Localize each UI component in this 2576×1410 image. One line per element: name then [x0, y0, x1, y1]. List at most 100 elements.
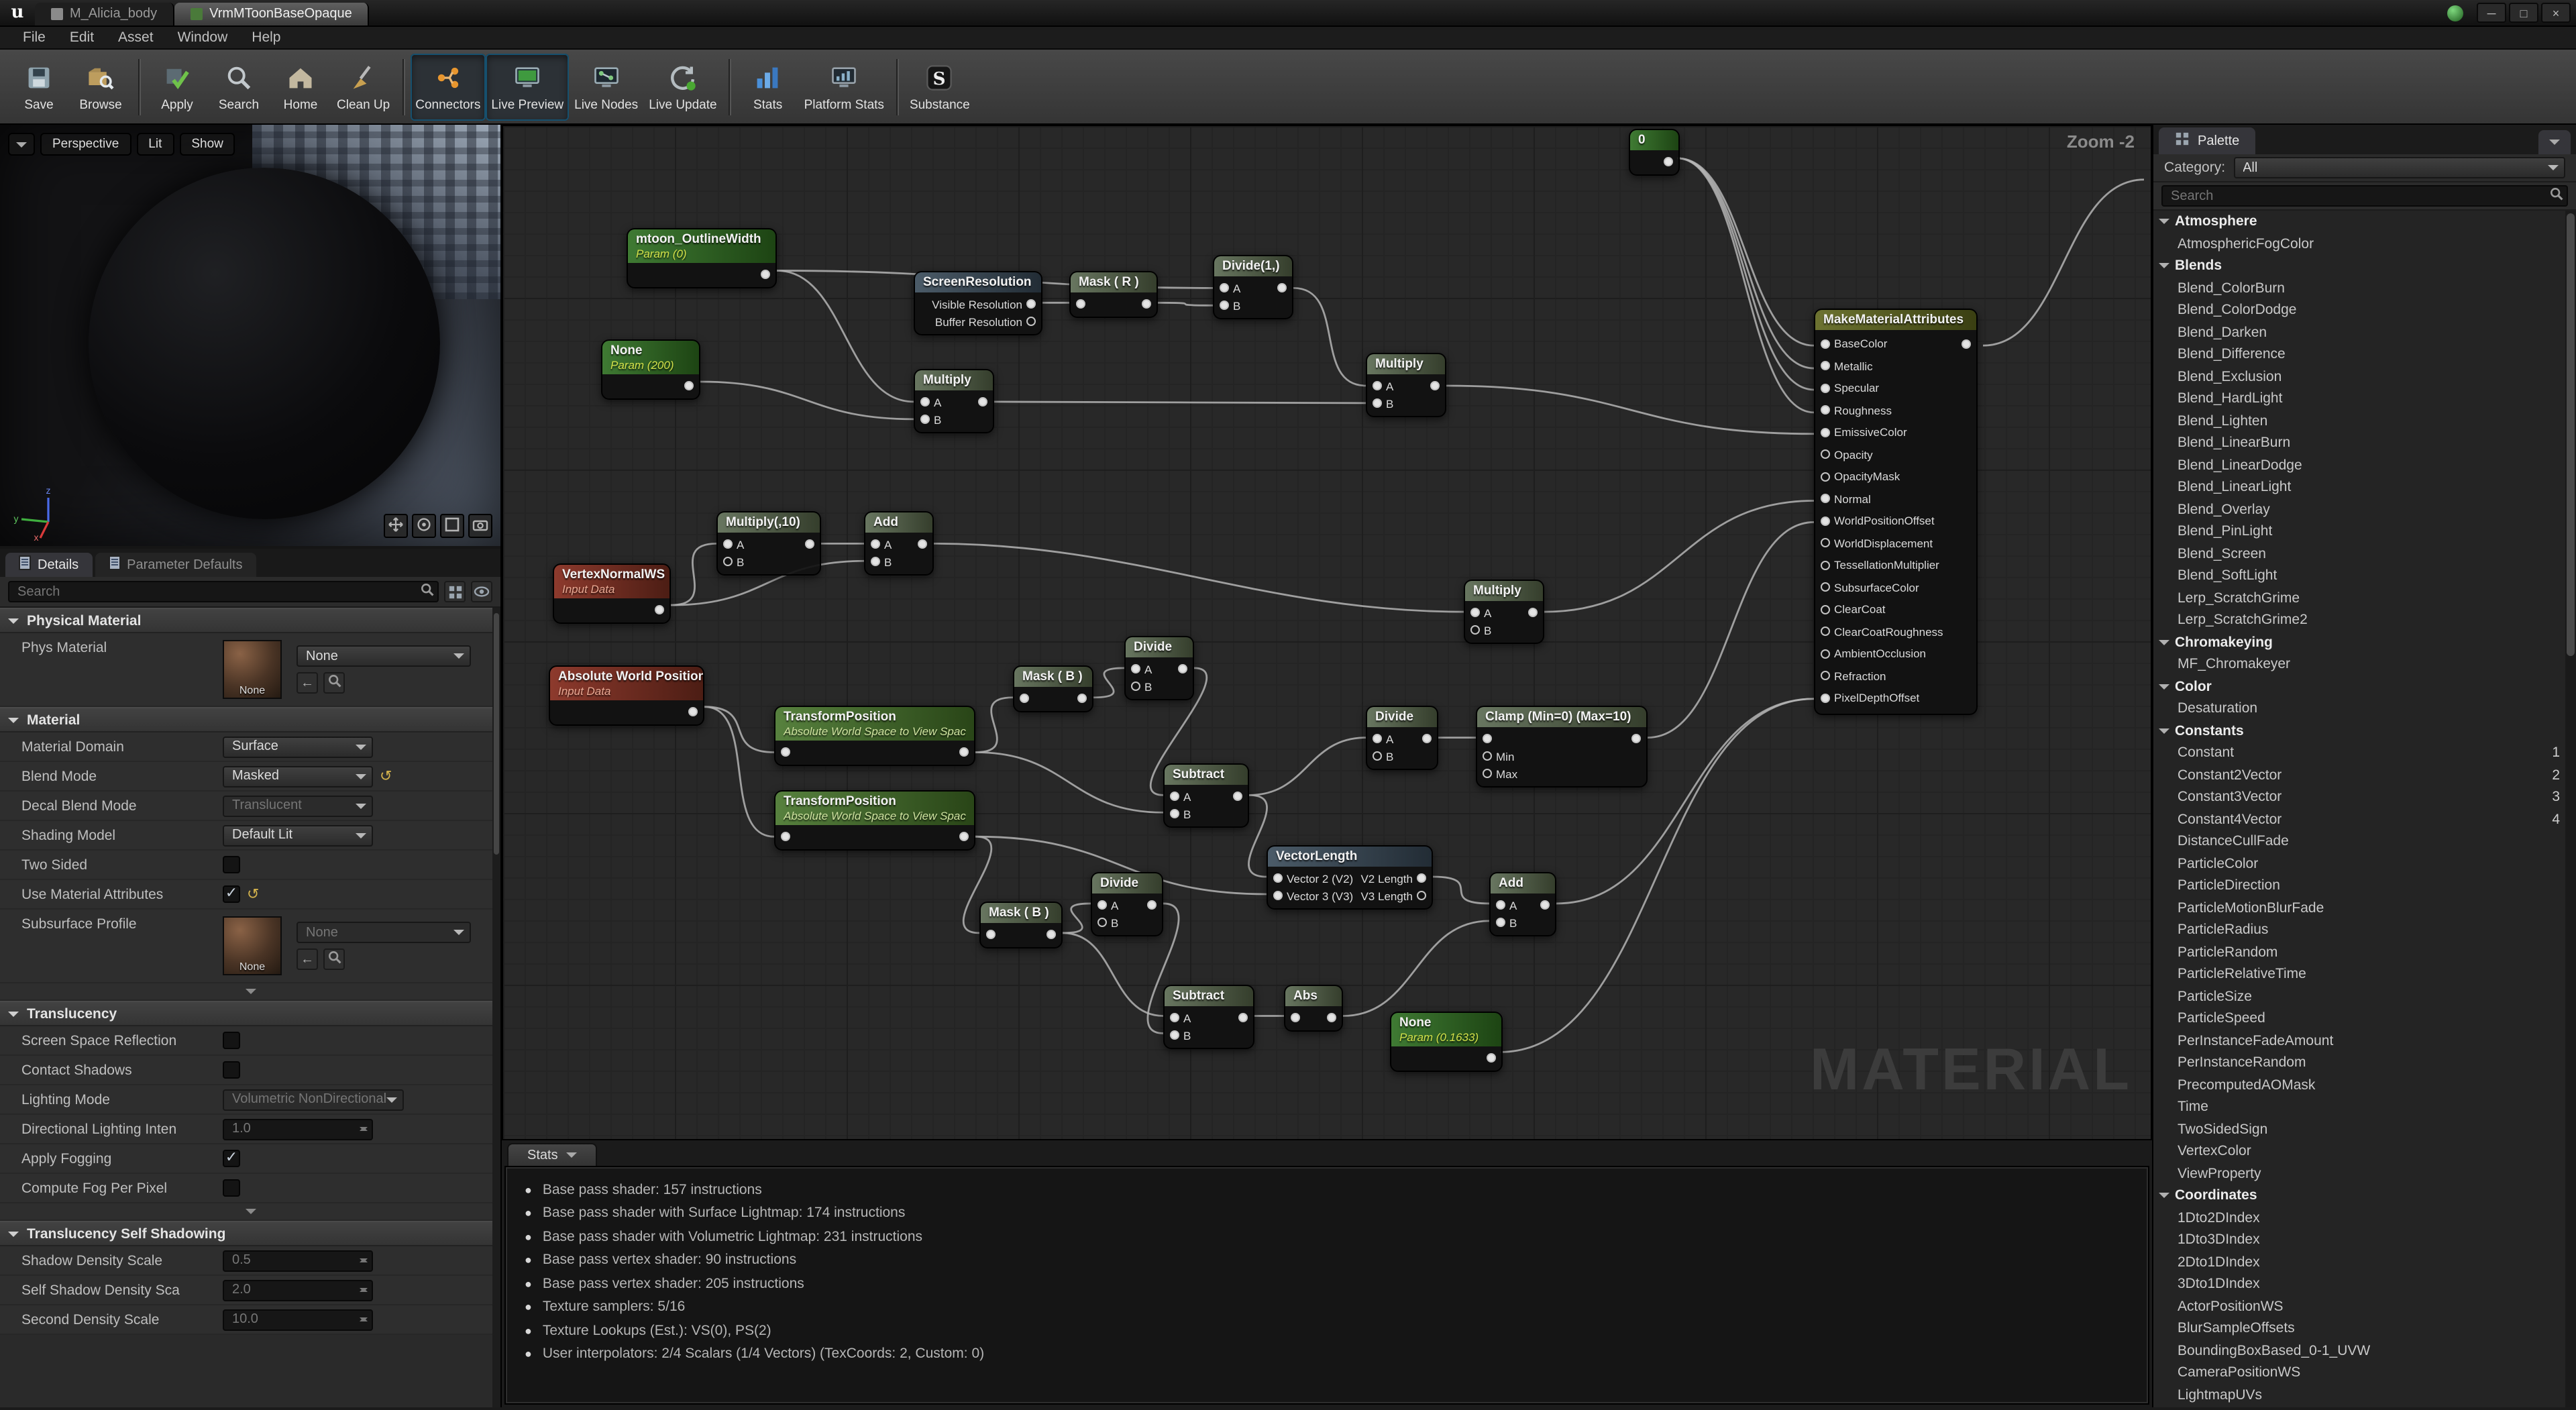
two-sided-checkbox[interactable]: [223, 856, 240, 873]
tab-parameter-defaults[interactable]: Parameter Defaults: [95, 553, 256, 577]
palette-item-blend-linearburn[interactable]: Blend_LinearBurn: [2153, 432, 2576, 454]
output-pin[interactable]: [1147, 900, 1157, 910]
graph-node-divide-1[interactable]: Divide(1,)AB: [1213, 255, 1293, 319]
phys-material-dropdown[interactable]: None: [297, 645, 471, 667]
graph-node-none[interactable]: NoneParam (200): [601, 339, 700, 400]
graph-node-makematerialattributes[interactable]: MakeMaterialAttributesBaseColorMetallicS…: [1814, 309, 1978, 714]
palette-item-particleradius[interactable]: ParticleRadius: [2153, 919, 2576, 941]
platform-stats-button[interactable]: Platform Stats: [799, 53, 890, 120]
input-pin[interactable]: [1821, 605, 1830, 614]
substance-button[interactable]: SSubstance: [904, 53, 975, 120]
menu-help[interactable]: Help: [239, 30, 292, 46]
palette-item-particlespeed[interactable]: ParticleSpeed: [2153, 1008, 2576, 1030]
palette-item-twosidedsign[interactable]: TwoSidedSign: [2153, 1118, 2576, 1140]
input-pin[interactable]: [723, 557, 733, 566]
palette-item-blursampleoffsets[interactable]: BlurSampleOffsets: [2153, 1317, 2576, 1340]
graph-node-divide[interactable]: DivideAB: [1091, 872, 1163, 936]
minimize-button[interactable]: ─: [2477, 3, 2506, 23]
use-selected-asset-button[interactable]: ←: [297, 672, 318, 694]
output-pin[interactable]: [1238, 1013, 1248, 1022]
viewport-control-button[interactable]: [468, 514, 492, 538]
output-pin[interactable]: [1046, 930, 1056, 939]
input-pin[interactable]: [1170, 809, 1179, 818]
palette-item-lerp-scratchgrime2[interactable]: Lerp_ScratchGrime2: [2153, 609, 2576, 631]
input-pin[interactable]: [1821, 428, 1830, 437]
viewport-options-button[interactable]: [8, 133, 35, 156]
self-shadow-density-sca-input[interactable]: 2.0: [223, 1279, 373, 1301]
connectors-button[interactable]: Connectors: [410, 53, 486, 120]
input-pin[interactable]: [986, 930, 996, 939]
input-pin[interactable]: [1170, 1030, 1179, 1040]
home-button[interactable]: Home: [270, 53, 331, 120]
menu-asset[interactable]: Asset: [106, 30, 166, 46]
output-pin[interactable]: [1077, 694, 1087, 703]
output-pin[interactable]: [1026, 299, 1036, 309]
input-pin[interactable]: [871, 539, 880, 549]
input-pin[interactable]: [1821, 362, 1830, 371]
output-pin[interactable]: [1417, 873, 1426, 883]
output-pin[interactable]: [959, 747, 969, 757]
blend-mode-dropdown[interactable]: Masked: [223, 765, 373, 787]
palette-item-1dto2dindex[interactable]: 1Dto2DIndex: [2153, 1207, 2576, 1229]
output-pin[interactable]: [1962, 339, 1971, 349]
tab-stats[interactable]: Stats: [507, 1143, 597, 1166]
input-pin[interactable]: [1821, 539, 1830, 548]
graph-node-screenresolution[interactable]: ScreenResolutionVisible ResolutionBuffer…: [914, 271, 1042, 335]
graph-node-transformposition[interactable]: TransformPositionAbsolute World Space to…: [774, 706, 975, 766]
apply-fogging-checkbox[interactable]: ✓: [223, 1150, 240, 1167]
palette-category-constants[interactable]: Constants: [2153, 720, 2576, 742]
graph-node-vectorlength[interactable]: VectorLengthVector 2 (V2)V2 LengthVector…: [1267, 845, 1433, 910]
palette-item-vertexcolor[interactable]: VertexColor: [2153, 1140, 2576, 1162]
output-pin[interactable]: [1233, 792, 1242, 801]
spinner[interactable]: [358, 1123, 372, 1135]
material-graph-canvas[interactable]: 0mtoon_OutlineWidthParam (0)ScreenResolu…: [502, 125, 2152, 1140]
palette-category-chromakeying[interactable]: Chromakeying: [2153, 631, 2576, 653]
directional-lighting-inten-input[interactable]: 1.0: [223, 1118, 373, 1140]
output-pin[interactable]: [688, 707, 698, 716]
input-pin[interactable]: [1373, 751, 1382, 761]
input-pin[interactable]: [1496, 918, 1505, 927]
graph-node-none[interactable]: NoneParam (0.1633): [1390, 1012, 1503, 1072]
graph-node-mask-r[interactable]: Mask ( R ): [1069, 271, 1158, 318]
spinner[interactable]: [358, 1313, 372, 1325]
live-update-button[interactable]: Live Update: [643, 53, 722, 120]
section-header-physical-material[interactable]: Physical Material: [0, 608, 500, 633]
close-button[interactable]: ×: [2541, 3, 2571, 23]
section-header-material[interactable]: Material: [0, 707, 500, 733]
palette-item-blend-pinlight[interactable]: Blend_PinLight: [2153, 521, 2576, 543]
palette-item-camerapositionws[interactable]: CameraPositionWS: [2153, 1362, 2576, 1384]
palette-item-blend-difference[interactable]: Blend_Difference: [2153, 343, 2576, 366]
output-pin[interactable]: [1142, 299, 1151, 309]
input-pin[interactable]: [1821, 671, 1830, 681]
grid-view-icon[interactable]: [444, 581, 466, 602]
section-header-translucency-self-shadowing[interactable]: Translucency Self Shadowing: [0, 1221, 500, 1246]
subsurface-profile-dropdown[interactable]: None: [297, 922, 471, 943]
graph-node-subtract[interactable]: SubtractAB: [1163, 763, 1249, 828]
details-scrollbar[interactable]: [492, 608, 500, 1407]
output-pin[interactable]: [684, 381, 694, 390]
graph-node-transformposition[interactable]: TransformPositionAbsolute World Space to…: [774, 790, 975, 851]
decal-blend-mode-dropdown[interactable]: Translucent: [223, 795, 373, 816]
input-pin[interactable]: [1821, 694, 1830, 703]
input-pin[interactable]: [1821, 649, 1830, 659]
palette-item-atmosphericfogcolor[interactable]: AtmosphericFogColor: [2153, 233, 2576, 255]
output-pin[interactable]: [1487, 1053, 1496, 1063]
input-pin[interactable]: [920, 397, 930, 406]
palette-search-input[interactable]: [2161, 185, 2568, 207]
input-pin[interactable]: [1373, 398, 1382, 408]
palette-item-blend-screen[interactable]: Blend_Screen: [2153, 543, 2576, 565]
output-pin[interactable]: [1327, 1013, 1336, 1022]
input-pin[interactable]: [1821, 406, 1830, 415]
graph-node-vertexnormalws[interactable]: VertexNormalWSInput Data: [553, 563, 671, 624]
graph-node-absolute-world-position[interactable]: Absolute World PositionInput Data: [549, 665, 704, 726]
input-pin[interactable]: [1483, 751, 1492, 761]
preview-viewport[interactable]: PerspectiveLitShow z y x: [0, 125, 500, 549]
palette-item-blend-softlight[interactable]: Blend_SoftLight: [2153, 565, 2576, 587]
browse-button[interactable]: Browse: [70, 53, 131, 120]
input-pin[interactable]: [920, 415, 930, 424]
reset-to-default-icon[interactable]: ↺: [380, 769, 392, 783]
palette-item-particlerelativetime[interactable]: ParticleRelativeTime: [2153, 963, 2576, 985]
asset-thumbnail[interactable]: None: [223, 640, 282, 699]
palette-item-perinstancefadeamount[interactable]: PerInstanceFadeAmount: [2153, 1030, 2576, 1052]
palette-item-boundingboxbased-0-1-uvw[interactable]: BoundingBoxBased_0-1_UVW: [2153, 1340, 2576, 1362]
